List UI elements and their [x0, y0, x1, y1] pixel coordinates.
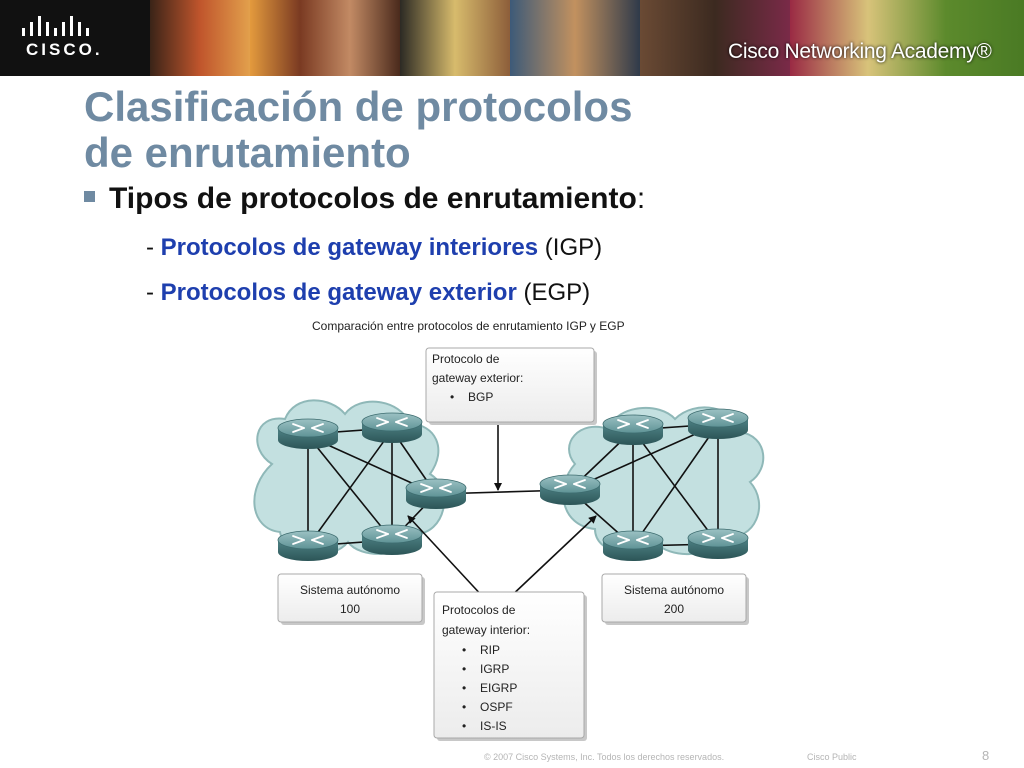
sub-item-dash: -: [146, 279, 161, 306]
igp-box-item: RIP: [480, 643, 500, 657]
igp-callout-box: Protocolos de gateway interior: • RIP • …: [433, 591, 587, 741]
router-icon: [277, 418, 339, 450]
main-bullet-text: Tipos de protocolos de enrutamiento: [109, 182, 637, 215]
main-bullet-colon: :: [636, 182, 646, 215]
egp-box-line-2: gateway exterior:: [432, 371, 523, 385]
egp-callout-box: Protocolo de gateway exterior: • BGP: [425, 347, 597, 425]
router-icon: [687, 408, 749, 440]
cisco-logo: CISCO.: [0, 0, 150, 76]
sub-item-dash: -: [146, 234, 161, 261]
as-200-line-2: 200: [664, 602, 684, 616]
bullet-dot-icon: •: [462, 719, 466, 733]
banner-photo-3: [400, 0, 510, 76]
bullet-dot-icon: •: [450, 390, 454, 404]
sub-item-highlight: Protocolos de gateway interiores: [160, 234, 539, 261]
as-200-box: Sistema autónomo 200: [601, 573, 749, 625]
banner-photo-5: [640, 0, 790, 76]
banner-photo-4: [510, 0, 640, 76]
main-bullet: Tipos de protocolos de enrutamiento:: [84, 182, 645, 216]
as-100-line-2: 100: [340, 602, 360, 616]
bullet-dot-icon: •: [462, 700, 466, 714]
banner-photo-1: [150, 0, 250, 76]
router-icon: [539, 474, 601, 506]
cloud-right: [562, 406, 765, 555]
igp-box-item: IS-IS: [480, 719, 507, 733]
igp-box-line-2: gateway interior:: [442, 623, 530, 637]
router-icon: [361, 412, 423, 444]
cisco-logo-text: CISCO.: [26, 40, 103, 59]
bullet-dot-icon: •: [462, 662, 466, 676]
bullet-dot-icon: •: [462, 643, 466, 657]
academy-title: Cisco Networking Academy®: [728, 40, 992, 63]
sub-item-igp: - Protocolos de gateway interiores (IGP): [146, 234, 602, 262]
as-100-line-1: Sistema autónomo: [300, 583, 400, 597]
diagram-caption: Comparación entre protocolos de enrutami…: [312, 319, 625, 333]
footer-classification: Cisco Public: [807, 752, 857, 762]
callout-arrows: [407, 421, 597, 600]
sub-item-egp: - Protocolos de gateway exterior (EGP): [146, 279, 590, 307]
igp-egp-diagram: Comparación entre protocolos de enrutami…: [253, 319, 765, 741]
banner-photo-2: [250, 0, 400, 76]
header-banner: CISCO. Cisco Networking Academy®: [0, 0, 1024, 76]
igp-box-item: EIGRP: [480, 681, 517, 695]
footer-copyright: © 2007 Cisco Systems, Inc. Todos los der…: [484, 752, 725, 762]
slide-title-line-2: de enrutamiento: [84, 129, 411, 176]
igp-box-item: IGRP: [480, 662, 509, 676]
banner-photo-6: [790, 0, 1024, 76]
router-icon: [405, 478, 467, 510]
square-bullet-icon: [84, 190, 95, 202]
router-icon: [277, 530, 339, 562]
router-icon: [602, 530, 664, 562]
egp-box-item: BGP: [468, 390, 493, 404]
router-icon: [602, 414, 664, 446]
igp-box-item: OSPF: [480, 700, 513, 714]
sub-item-rest: (EGP): [516, 279, 591, 306]
page-number: 8: [982, 748, 990, 763]
slide-title: Clasificación de protocolos de enrutamie…: [84, 84, 632, 176]
as-100-box: Sistema autónomo 100: [277, 573, 425, 625]
sub-item-highlight: Protocolos de gateway exterior: [160, 279, 517, 306]
bullet-dot-icon: •: [462, 681, 466, 695]
sub-item-rest: (IGP): [538, 234, 603, 261]
router-icon: [687, 528, 749, 560]
igp-box-line-1: Protocolos de: [442, 603, 516, 617]
router-icon: [361, 524, 423, 556]
as-200-line-1: Sistema autónomo: [624, 583, 724, 597]
egp-box-line-1: Protocolo de: [432, 352, 500, 366]
slide-title-line-1: Clasificación de protocolos: [84, 83, 633, 130]
cisco-logo-icon: [22, 16, 89, 36]
